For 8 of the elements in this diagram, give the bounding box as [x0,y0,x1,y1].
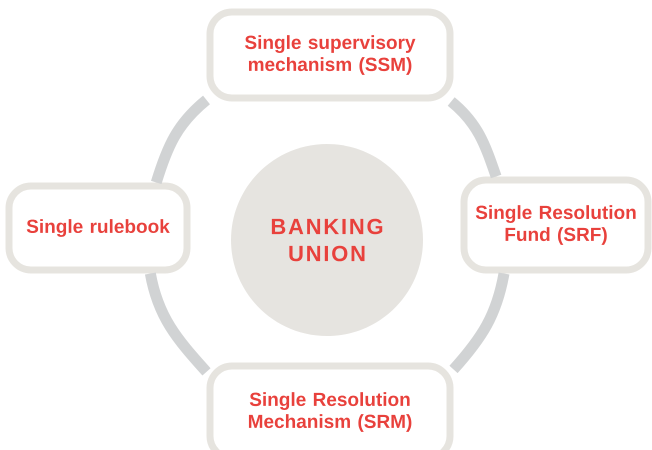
rounded-box: Single rulebook [6,182,190,274]
ring-arc [449,272,510,374]
rounded-box: Single Resolution Mechanism (SRM) [206,362,454,450]
rounded-box: Single supervisory mechanism (SSM) [206,8,454,102]
ring-arc [448,97,502,178]
ring-arc [151,96,210,184]
ring-arc [144,272,211,376]
rounded-box: Single Resolution Fund (SRF) [460,176,652,274]
